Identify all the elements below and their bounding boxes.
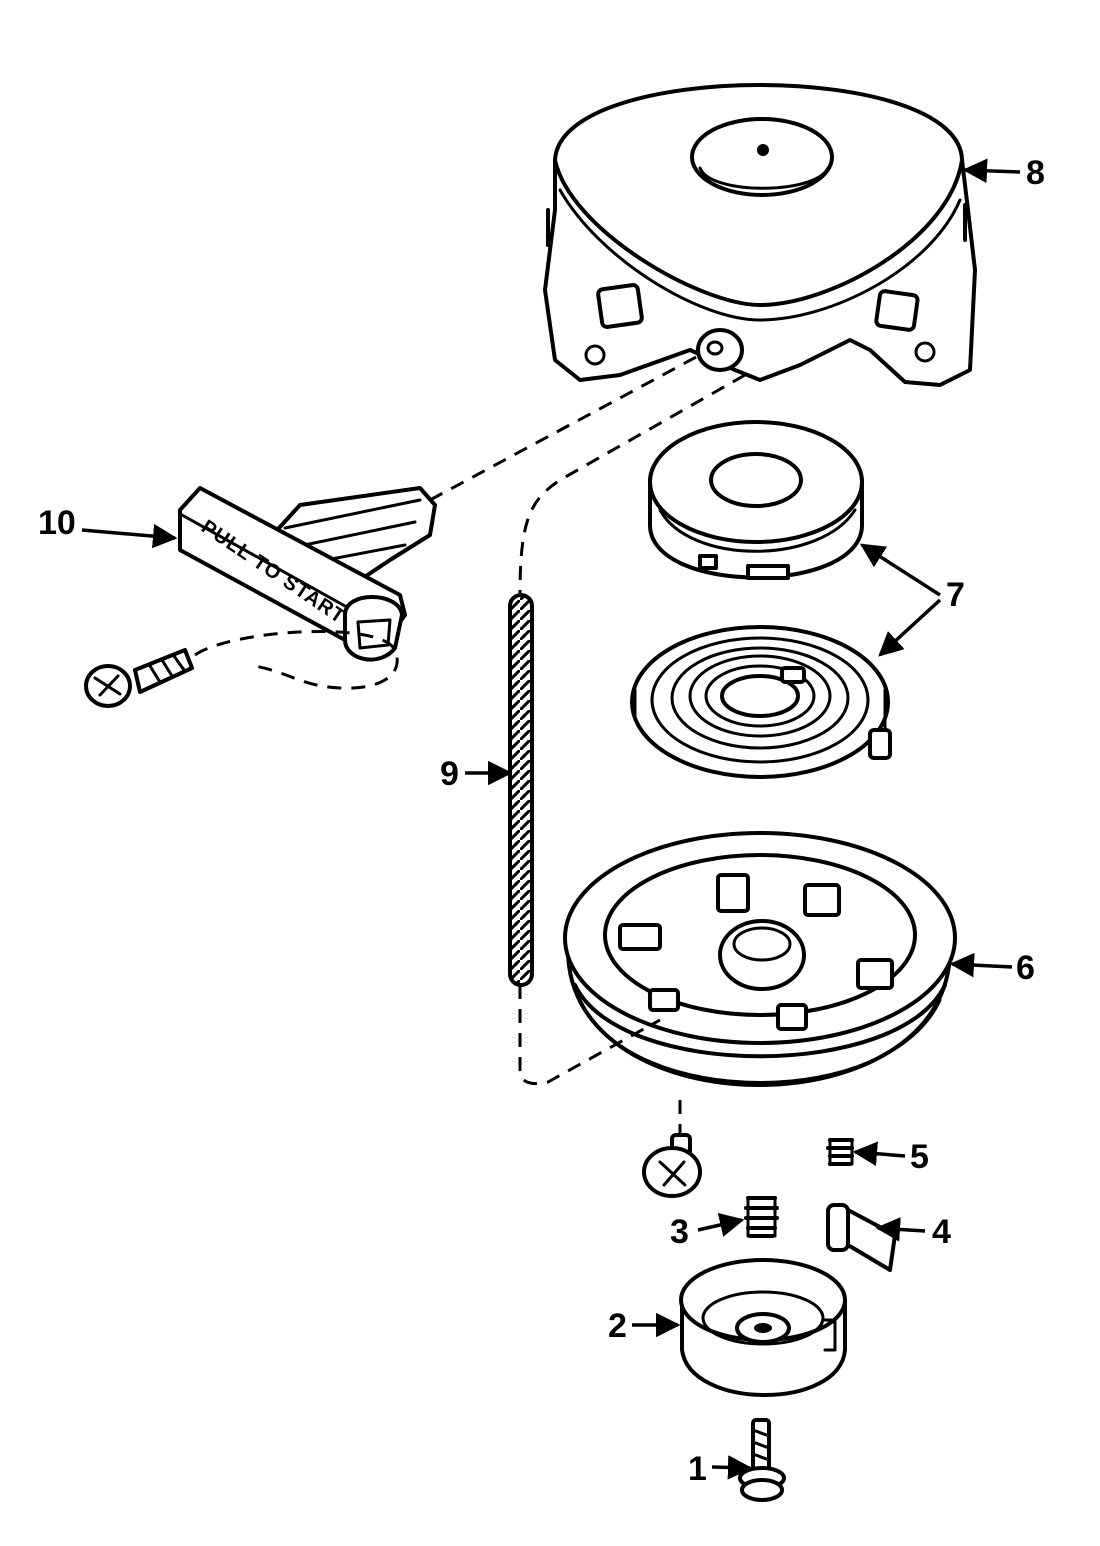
callout-labels: 8 10 7 9 6 5 4 3 2 1 bbox=[38, 154, 1045, 1488]
assembly-lines bbox=[194, 353, 746, 1135]
callout-arrows bbox=[81, 158, 1021, 1480]
spring-housing bbox=[648, 420, 864, 580]
callout-5: 5 bbox=[910, 1138, 929, 1176]
callout-9: 9 bbox=[440, 755, 459, 793]
starter-handle: PULL TO START bbox=[178, 486, 437, 662]
starter-housing bbox=[543, 83, 977, 387]
brake-spring bbox=[744, 1196, 779, 1238]
rope-pulley bbox=[563, 831, 957, 1087]
callout-3: 3 bbox=[670, 1213, 689, 1251]
center-bolt bbox=[738, 1418, 786, 1502]
pawl-spring bbox=[826, 1138, 854, 1166]
pulley-screw bbox=[642, 1133, 702, 1198]
recoil-spring bbox=[630, 625, 892, 779]
starter-rope bbox=[508, 593, 534, 987]
callout-7: 7 bbox=[946, 576, 965, 614]
callout-8: 8 bbox=[1026, 154, 1045, 192]
callout-2: 2 bbox=[608, 1307, 627, 1345]
pawl bbox=[826, 1203, 897, 1272]
callout-10: 10 bbox=[38, 504, 76, 542]
callout-4: 4 bbox=[932, 1213, 951, 1251]
callout-6: 6 bbox=[1016, 949, 1035, 987]
callout-1: 1 bbox=[688, 1450, 707, 1488]
cam-retainer bbox=[679, 1258, 847, 1397]
handle-screw bbox=[84, 648, 194, 708]
